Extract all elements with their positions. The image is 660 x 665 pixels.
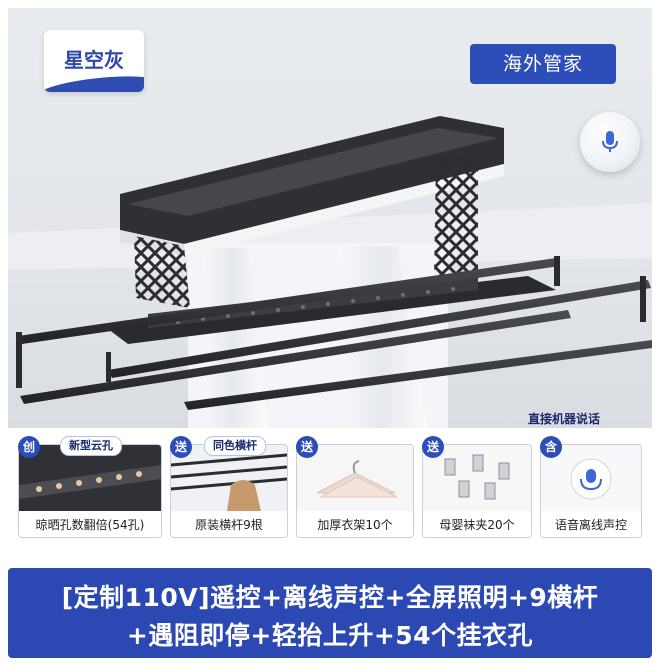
voice-hint-label: 直接机器说话 [528, 412, 601, 426]
clips-illustration [444, 454, 510, 500]
voice-module-illustration [570, 458, 612, 500]
microphone-icon [602, 131, 618, 152]
tag-innovation: 创 [18, 436, 40, 458]
banner-line-2: +遇阻即停+轻抬上升+54个挂衣孔 [126, 621, 534, 650]
card-image-voice [541, 445, 641, 511]
tag-gift: 送 [422, 436, 444, 458]
card-image-hangers [297, 445, 413, 511]
card-image-clips [423, 445, 531, 511]
card-badge: 同色横杆 [204, 436, 266, 456]
card-image-holes [19, 445, 161, 511]
rail-holes-illustration [19, 465, 161, 499]
card-image-poles [171, 445, 287, 511]
card-caption: 加厚衣架10个 [297, 513, 413, 537]
card-caption: 晾晒孔数翻倍(54孔) [19, 513, 161, 537]
color-variant-badge: 星空灰 [44, 30, 144, 92]
brand-tag: 海外管家 [470, 44, 616, 84]
badge-swoosh [44, 71, 144, 92]
card-caption: 语音离线声控 [541, 513, 641, 537]
feature-card-hangers: 加厚衣架10个 [296, 444, 414, 538]
feature-card-holes: 晾晒孔数翻倍(54孔) [18, 444, 162, 538]
banner-line-1: [定制110V]遥控+离线声控+全屏照明+9横杆 [61, 583, 599, 612]
tag-gift: 送 [296, 436, 318, 458]
product-photo-area: 星空灰 海外管家 [8, 8, 652, 428]
hangers-illustration [316, 460, 398, 498]
card-caption: 原装横杆9根 [171, 513, 287, 537]
poles-illustration [171, 453, 287, 511]
feature-card-clips: 母婴袜夹20个 [422, 444, 532, 538]
tag-gift: 送 [170, 436, 192, 458]
feature-card-poles: 原装横杆9根 [170, 444, 288, 538]
card-badge: 新型云孔 [60, 436, 122, 456]
feature-card-voice: 语音离线声控 [540, 444, 642, 538]
voice-control-badge [580, 112, 640, 172]
tag-included: 含 [540, 436, 562, 458]
clothes-drying-rack-illustration [8, 116, 652, 428]
color-variant-label: 星空灰 [64, 48, 124, 72]
feature-banner: [定制110V]遥控+离线声控+全屏照明+9横杆 +遇阻即停+轻抬上升+54个挂… [8, 568, 652, 658]
card-caption: 母婴袜夹20个 [423, 513, 531, 537]
